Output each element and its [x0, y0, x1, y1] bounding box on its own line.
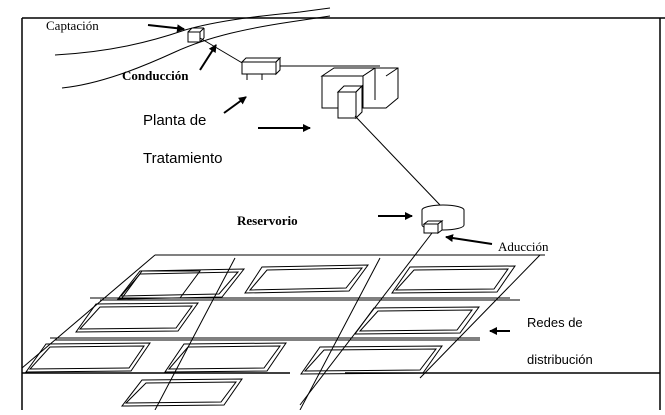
conduction-pipe [199, 37, 380, 80]
block [121, 270, 201, 299]
river [54, 7, 331, 89]
distribution-blocks [25, 264, 516, 407]
label-aduccion: Aducción [498, 239, 549, 254]
label-planta-line2: Tratamiento [143, 150, 222, 167]
plant-reservoir-pipe [354, 115, 441, 206]
label-redes-line1: Redes de [527, 315, 583, 330]
treatment-plant [320, 67, 399, 120]
arrow-captacion [147, 24, 185, 33]
label-captacion: Captación [46, 18, 99, 33]
arrow-conduccion [199, 44, 217, 71]
reservoir [421, 204, 465, 234]
distribution-network [21, 254, 545, 411]
conduction-box [240, 56, 282, 76]
arrow-aduccion [445, 234, 493, 245]
label-conduccion: Conducción [122, 68, 189, 83]
intake-structure [187, 27, 205, 43]
arrow-planta-diagonal [223, 96, 247, 114]
labels: Captación Conducción Planta de Tratamien… [46, 18, 593, 367]
arrows [147, 24, 510, 335]
label-planta-line1: Planta de [143, 112, 206, 129]
label-redes-line2: distribución [527, 352, 593, 367]
label-reservorio: Reservorio [237, 213, 298, 228]
